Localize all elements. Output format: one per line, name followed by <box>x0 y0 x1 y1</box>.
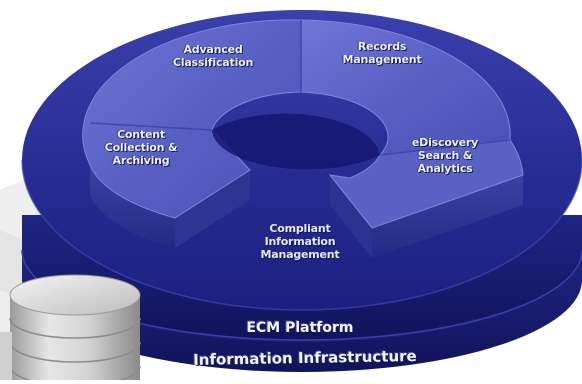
ring-top-surface <box>82 19 524 229</box>
segment-label-line: Classification <box>172 56 254 69</box>
segment-advanced-classification: Advanced Classification <box>168 43 258 69</box>
segment-ediscovery: eDiscovery Search & Analytics <box>400 136 490 175</box>
segment-label-line: Records <box>357 40 407 53</box>
center-label: Compliant Information Management <box>250 222 350 261</box>
segment-records-management: Records Management <box>332 40 432 66</box>
ecm-platform-label: ECM Platform <box>246 320 354 336</box>
segment-label-line: Collection & <box>104 141 178 154</box>
segment-label-line: Archiving <box>112 154 170 167</box>
center-label-line: Management <box>260 248 340 261</box>
center-label-line: Information <box>264 235 336 248</box>
segment-label-line: Advanced <box>183 43 243 56</box>
segment-label-line: Content <box>117 128 165 141</box>
segment-label-line: eDiscovery <box>411 136 479 149</box>
segment-label-line: Search & <box>417 149 473 162</box>
segment-content-collection: Content Collection & Archiving <box>96 128 186 167</box>
center-label-line: Compliant <box>269 222 331 235</box>
database-icon <box>0 274 141 384</box>
ring-side-walls <box>90 165 523 258</box>
segment-label-line: Management <box>342 53 422 66</box>
segment-label-line: Analytics <box>417 162 473 175</box>
